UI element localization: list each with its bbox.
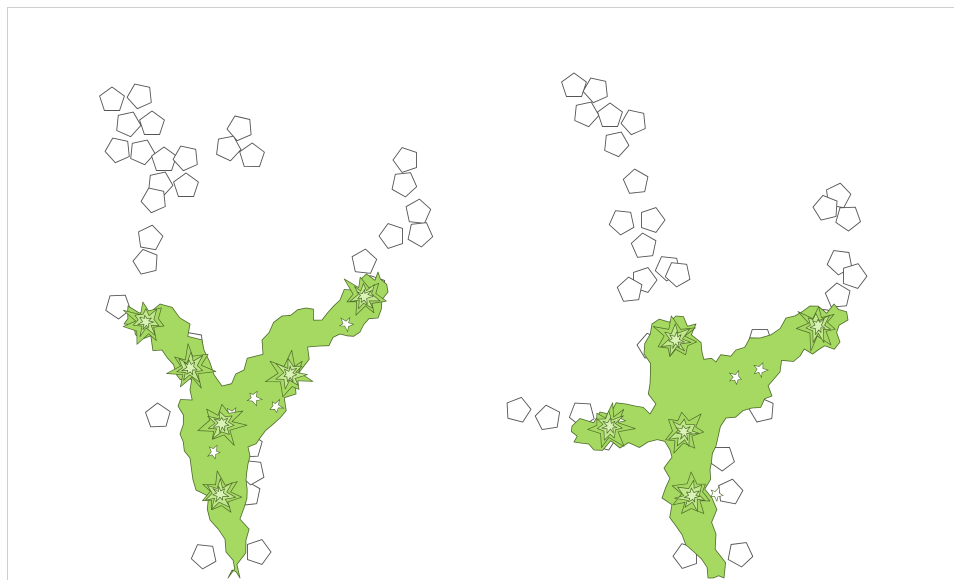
pentagon-tile xyxy=(239,142,265,168)
pentagon-tile xyxy=(597,102,623,127)
blob-hole xyxy=(206,444,221,460)
left-growth-blob xyxy=(122,271,389,579)
pentagon-tile xyxy=(190,544,217,570)
pentagon-tile xyxy=(574,101,600,128)
pentagon-tile xyxy=(727,542,754,568)
growth-node-core xyxy=(675,425,693,441)
pentagon-tile xyxy=(116,111,142,138)
pentagon-tile xyxy=(173,172,199,197)
growth-node-core xyxy=(212,485,230,503)
growth-node-core xyxy=(283,365,298,383)
pentagon-tile xyxy=(391,172,418,198)
blob-hole xyxy=(269,398,285,414)
growth-blob-outer xyxy=(570,303,849,579)
pentagon-tile xyxy=(132,248,158,275)
growth-node-core xyxy=(683,487,701,503)
pentagon-tile xyxy=(99,86,125,111)
pentagon-tile xyxy=(835,206,861,232)
pentagon-tile xyxy=(582,77,608,104)
pentagon-tile xyxy=(506,396,532,423)
canvas-frame xyxy=(7,7,954,580)
pentagon-tile xyxy=(561,72,587,97)
pentagon-tile xyxy=(407,222,434,248)
blob-hole xyxy=(753,361,769,379)
pentagon-tile xyxy=(718,478,744,505)
pentagon-tile xyxy=(351,248,378,274)
pentagon-tile xyxy=(378,223,403,249)
pentagon-tile xyxy=(709,446,735,472)
pentagon-tile xyxy=(604,131,630,158)
pentagon-tile xyxy=(664,262,691,288)
pentagon-tile xyxy=(138,224,164,251)
pentagon-tile xyxy=(145,402,171,428)
panel-right xyxy=(506,72,868,579)
growth-node-core xyxy=(601,417,618,434)
pentagon-tile xyxy=(126,83,152,110)
pentagon-tile xyxy=(151,146,177,171)
pentagon-tile xyxy=(104,137,130,164)
pentagon-tile xyxy=(247,539,272,565)
pentagon-tile xyxy=(622,168,649,194)
pentagon-tile xyxy=(842,263,868,289)
pentagon-tile xyxy=(139,110,165,135)
right-growth-blob xyxy=(570,303,849,579)
right-pentagon-tiles xyxy=(506,72,868,569)
pentagon-tile xyxy=(105,294,131,320)
pentagon-tile xyxy=(226,115,252,142)
growth-node-core xyxy=(356,289,374,305)
panel-left xyxy=(99,83,434,579)
growth-node-core xyxy=(181,359,198,376)
pentagon-tile xyxy=(620,109,646,136)
pentagon-tile xyxy=(140,187,166,214)
growth-node-core xyxy=(212,417,230,434)
pentagon-tile xyxy=(616,276,643,302)
pentagon-tile xyxy=(130,139,156,166)
pentagon-tile xyxy=(630,232,657,258)
pentagon-tile xyxy=(405,198,432,224)
growth-node-core xyxy=(809,318,826,335)
blob-hole xyxy=(338,316,355,333)
pentagon-tile xyxy=(608,210,635,236)
blob-hole xyxy=(710,486,724,503)
pentagon-tile xyxy=(392,147,417,173)
growth-node-core xyxy=(137,314,155,330)
blob-hole xyxy=(728,369,743,386)
pentagon-tile xyxy=(172,145,198,172)
pentagon-tile xyxy=(216,135,242,162)
blob-hole xyxy=(246,390,264,407)
pentagon-tile xyxy=(534,404,561,431)
pentagon-tile xyxy=(641,207,666,233)
growth-node-core xyxy=(668,331,685,349)
pentagon-tile xyxy=(672,543,698,569)
pentagon-tile xyxy=(824,282,851,308)
pentagon-tile xyxy=(812,194,838,221)
